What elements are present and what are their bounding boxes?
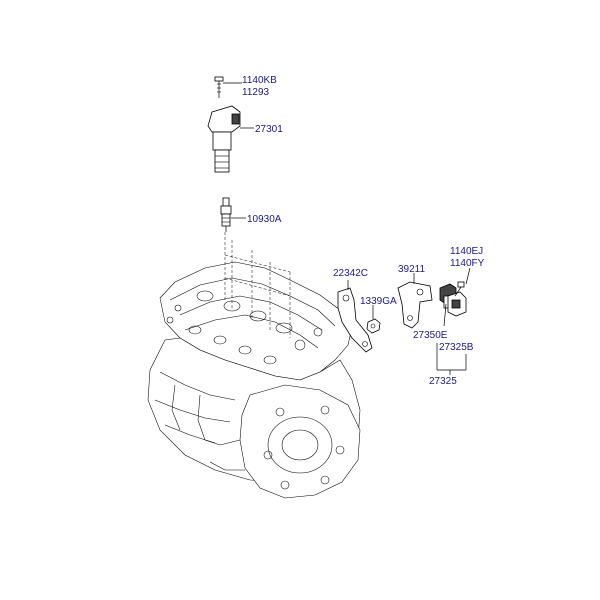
- label-1140fy: 1140FY: [450, 258, 485, 269]
- label-27301: 27301: [255, 124, 283, 135]
- screw-1140ej[interactable]: [454, 281, 465, 297]
- nut-1339ga[interactable]: [366, 318, 381, 334]
- sensor-27325b[interactable]: [447, 291, 467, 317]
- label-39211: 39211: [398, 264, 426, 275]
- label-27350e: 27350E: [413, 330, 448, 341]
- bracket-22342c[interactable]: [337, 287, 373, 353]
- label-27325b: 27325B: [439, 342, 474, 353]
- label-1140kb: 1140KB: [242, 75, 277, 86]
- label-11293: 11293: [242, 87, 270, 98]
- label-22342c: 22342C: [333, 268, 368, 279]
- label-1339ga: 1339GA: [360, 296, 397, 307]
- spark-plug-10930a[interactable]: [220, 197, 232, 232]
- label-1140ej: 1140EJ: [450, 246, 483, 257]
- label-10930a: 10930A: [247, 214, 282, 225]
- group-bracket-27325: [436, 343, 467, 375]
- engine-block: [147, 261, 361, 499]
- spark-plug-guide-lines: [224, 232, 291, 338]
- ignition-coil-27301[interactable]: [207, 105, 241, 173]
- label-27325: 27325: [429, 376, 457, 387]
- bracket-39211[interactable]: [397, 281, 433, 329]
- bolt-1140kb[interactable]: [214, 76, 224, 98]
